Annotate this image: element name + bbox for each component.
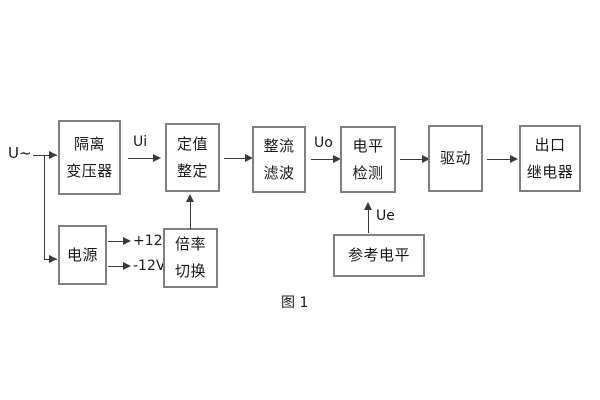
block-line: 驱动 (439, 149, 471, 167)
rail-negative-line (108, 266, 126, 267)
block-line: 检测 (352, 163, 384, 182)
arrow-ratio-to-setting-head-icon (186, 194, 194, 202)
rail-positive-label: +12V (133, 233, 173, 249)
rail-positive-arrow-icon (123, 237, 131, 245)
arrow-level-to-drive-head-icon (422, 155, 430, 163)
block-line: 倍率 (174, 235, 206, 253)
arrow-uo-line (311, 159, 336, 160)
rail-negative-arrow-icon (123, 262, 131, 270)
input-feed-power-arrow-icon (49, 255, 57, 263)
block-ratio-switch[interactable]: 倍率 切换 (163, 228, 218, 288)
block-line: 定值 (176, 134, 208, 153)
block-line: 整流 (263, 136, 295, 155)
rail-positive-line (108, 241, 126, 242)
arrow-ui-line (128, 158, 156, 159)
arrow-ui-head-icon (153, 154, 161, 162)
arrow-drive-to-relay-line (487, 159, 513, 160)
arrow-level-to-drive-line (400, 159, 425, 160)
block-power-supply[interactable]: 电源 (58, 225, 107, 285)
block-line: 继电器 (526, 162, 574, 181)
signal-ui-label: Ui (133, 134, 148, 150)
input-feed-transformer-arrow-icon (49, 151, 57, 159)
signal-ue-label: Ue (376, 208, 395, 224)
arrow-uo-head-icon (333, 155, 341, 163)
arrow-setting-to-rectify-head-icon (245, 154, 253, 162)
block-setting-value[interactable]: 定值 整定 (165, 123, 220, 192)
block-line: 参考电平 (347, 246, 410, 264)
block-line: 整定 (176, 161, 208, 180)
block-reference-level[interactable]: 参考电平 (333, 234, 425, 277)
block-drive[interactable]: 驱动 (428, 125, 483, 192)
block-line: 电源 (66, 245, 98, 264)
arrow-ratio-to-setting-line (190, 201, 191, 229)
arrow-drive-to-relay-head-icon (510, 155, 518, 163)
block-output-relay[interactable]: 出口 继电器 (519, 125, 581, 192)
block-line: 滤波 (263, 163, 295, 182)
block-line: 切换 (174, 262, 206, 280)
arrow-ue-head-icon (364, 202, 372, 210)
block-line: 出口 (534, 135, 566, 154)
arrow-setting-to-rectify-line (224, 158, 248, 159)
input-source-label: U~ (8, 144, 32, 162)
figure-caption: 图 1 (281, 295, 309, 311)
block-line: 变压器 (66, 161, 113, 180)
block-isolation-transformer[interactable]: 隔离 变压器 (58, 120, 121, 195)
block-level-detect[interactable]: 电平 检测 (340, 126, 396, 193)
signal-uo-label: Uo (314, 135, 333, 151)
input-bus-stub (33, 155, 45, 156)
input-bus-vertical (44, 155, 45, 259)
block-line: 电平 (352, 136, 384, 155)
arrow-ue-line (368, 209, 369, 233)
rail-negative-label: -12V (133, 258, 166, 274)
block-line: 隔离 (73, 134, 105, 153)
block-rectify-filter[interactable]: 整流 滤波 (252, 126, 306, 193)
